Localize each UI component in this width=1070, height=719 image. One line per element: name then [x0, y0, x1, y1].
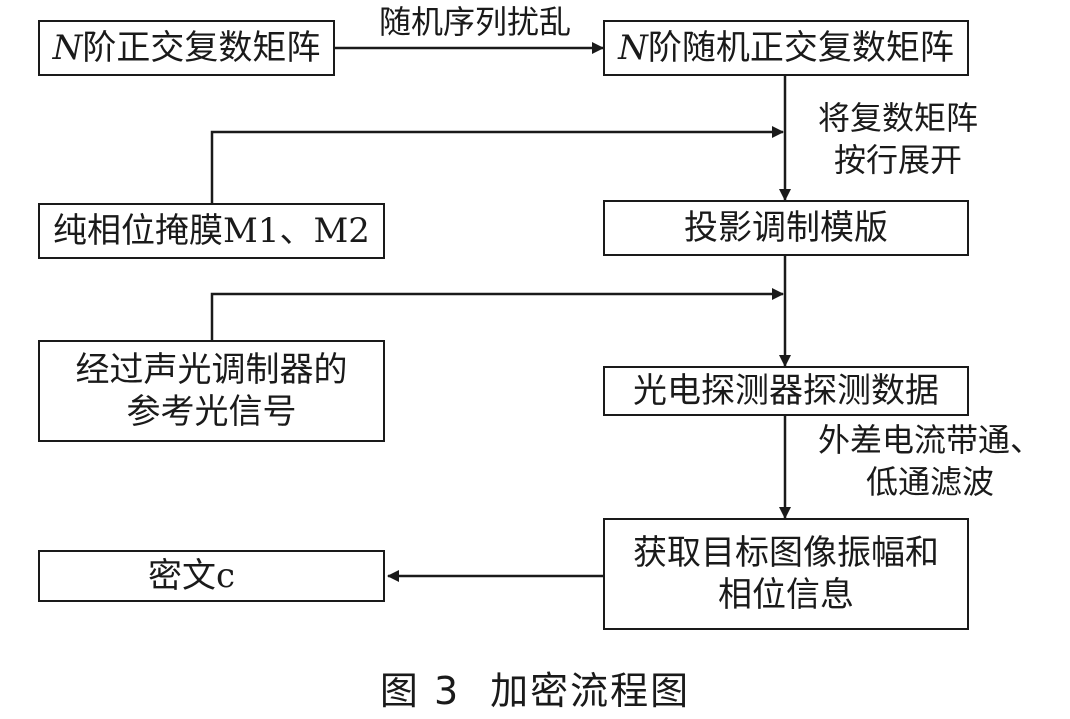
edge-label-random-shuffle: 随机序列扰乱	[378, 3, 571, 41]
edge-label-row-expand: 将复数矩阵 按行展开	[817, 99, 978, 179]
box-projection-template: 投影调制模版	[603, 200, 969, 256]
box-n-random-orthogonal-matrix: N阶随机正交复数矩阵	[603, 20, 969, 76]
edge-label-heterodyne-filter: 外差电流带通、 低通滤波	[817, 421, 1042, 501]
arrow-phase-mask	[210, 126, 784, 203]
figure-title: 加密流程图	[490, 669, 691, 713]
box-phase-mask: 纯相位掩膜M1、M2	[38, 203, 385, 259]
box-ciphertext: 密文c	[38, 550, 385, 602]
box-reference-signal: 经过声光调制器的 参考光信号	[38, 340, 385, 442]
arrow-reference	[210, 288, 784, 340]
figure-caption: 图 3 加密流程图	[0, 660, 1070, 715]
figure-number: 图 3	[379, 669, 461, 713]
box-detector-data: 光电探测器探测数据	[603, 366, 969, 416]
box-target-info: 获取目标图像振幅和 相位信息	[603, 518, 969, 630]
box-n-orthogonal-matrix: N阶正交复数矩阵	[38, 20, 335, 76]
